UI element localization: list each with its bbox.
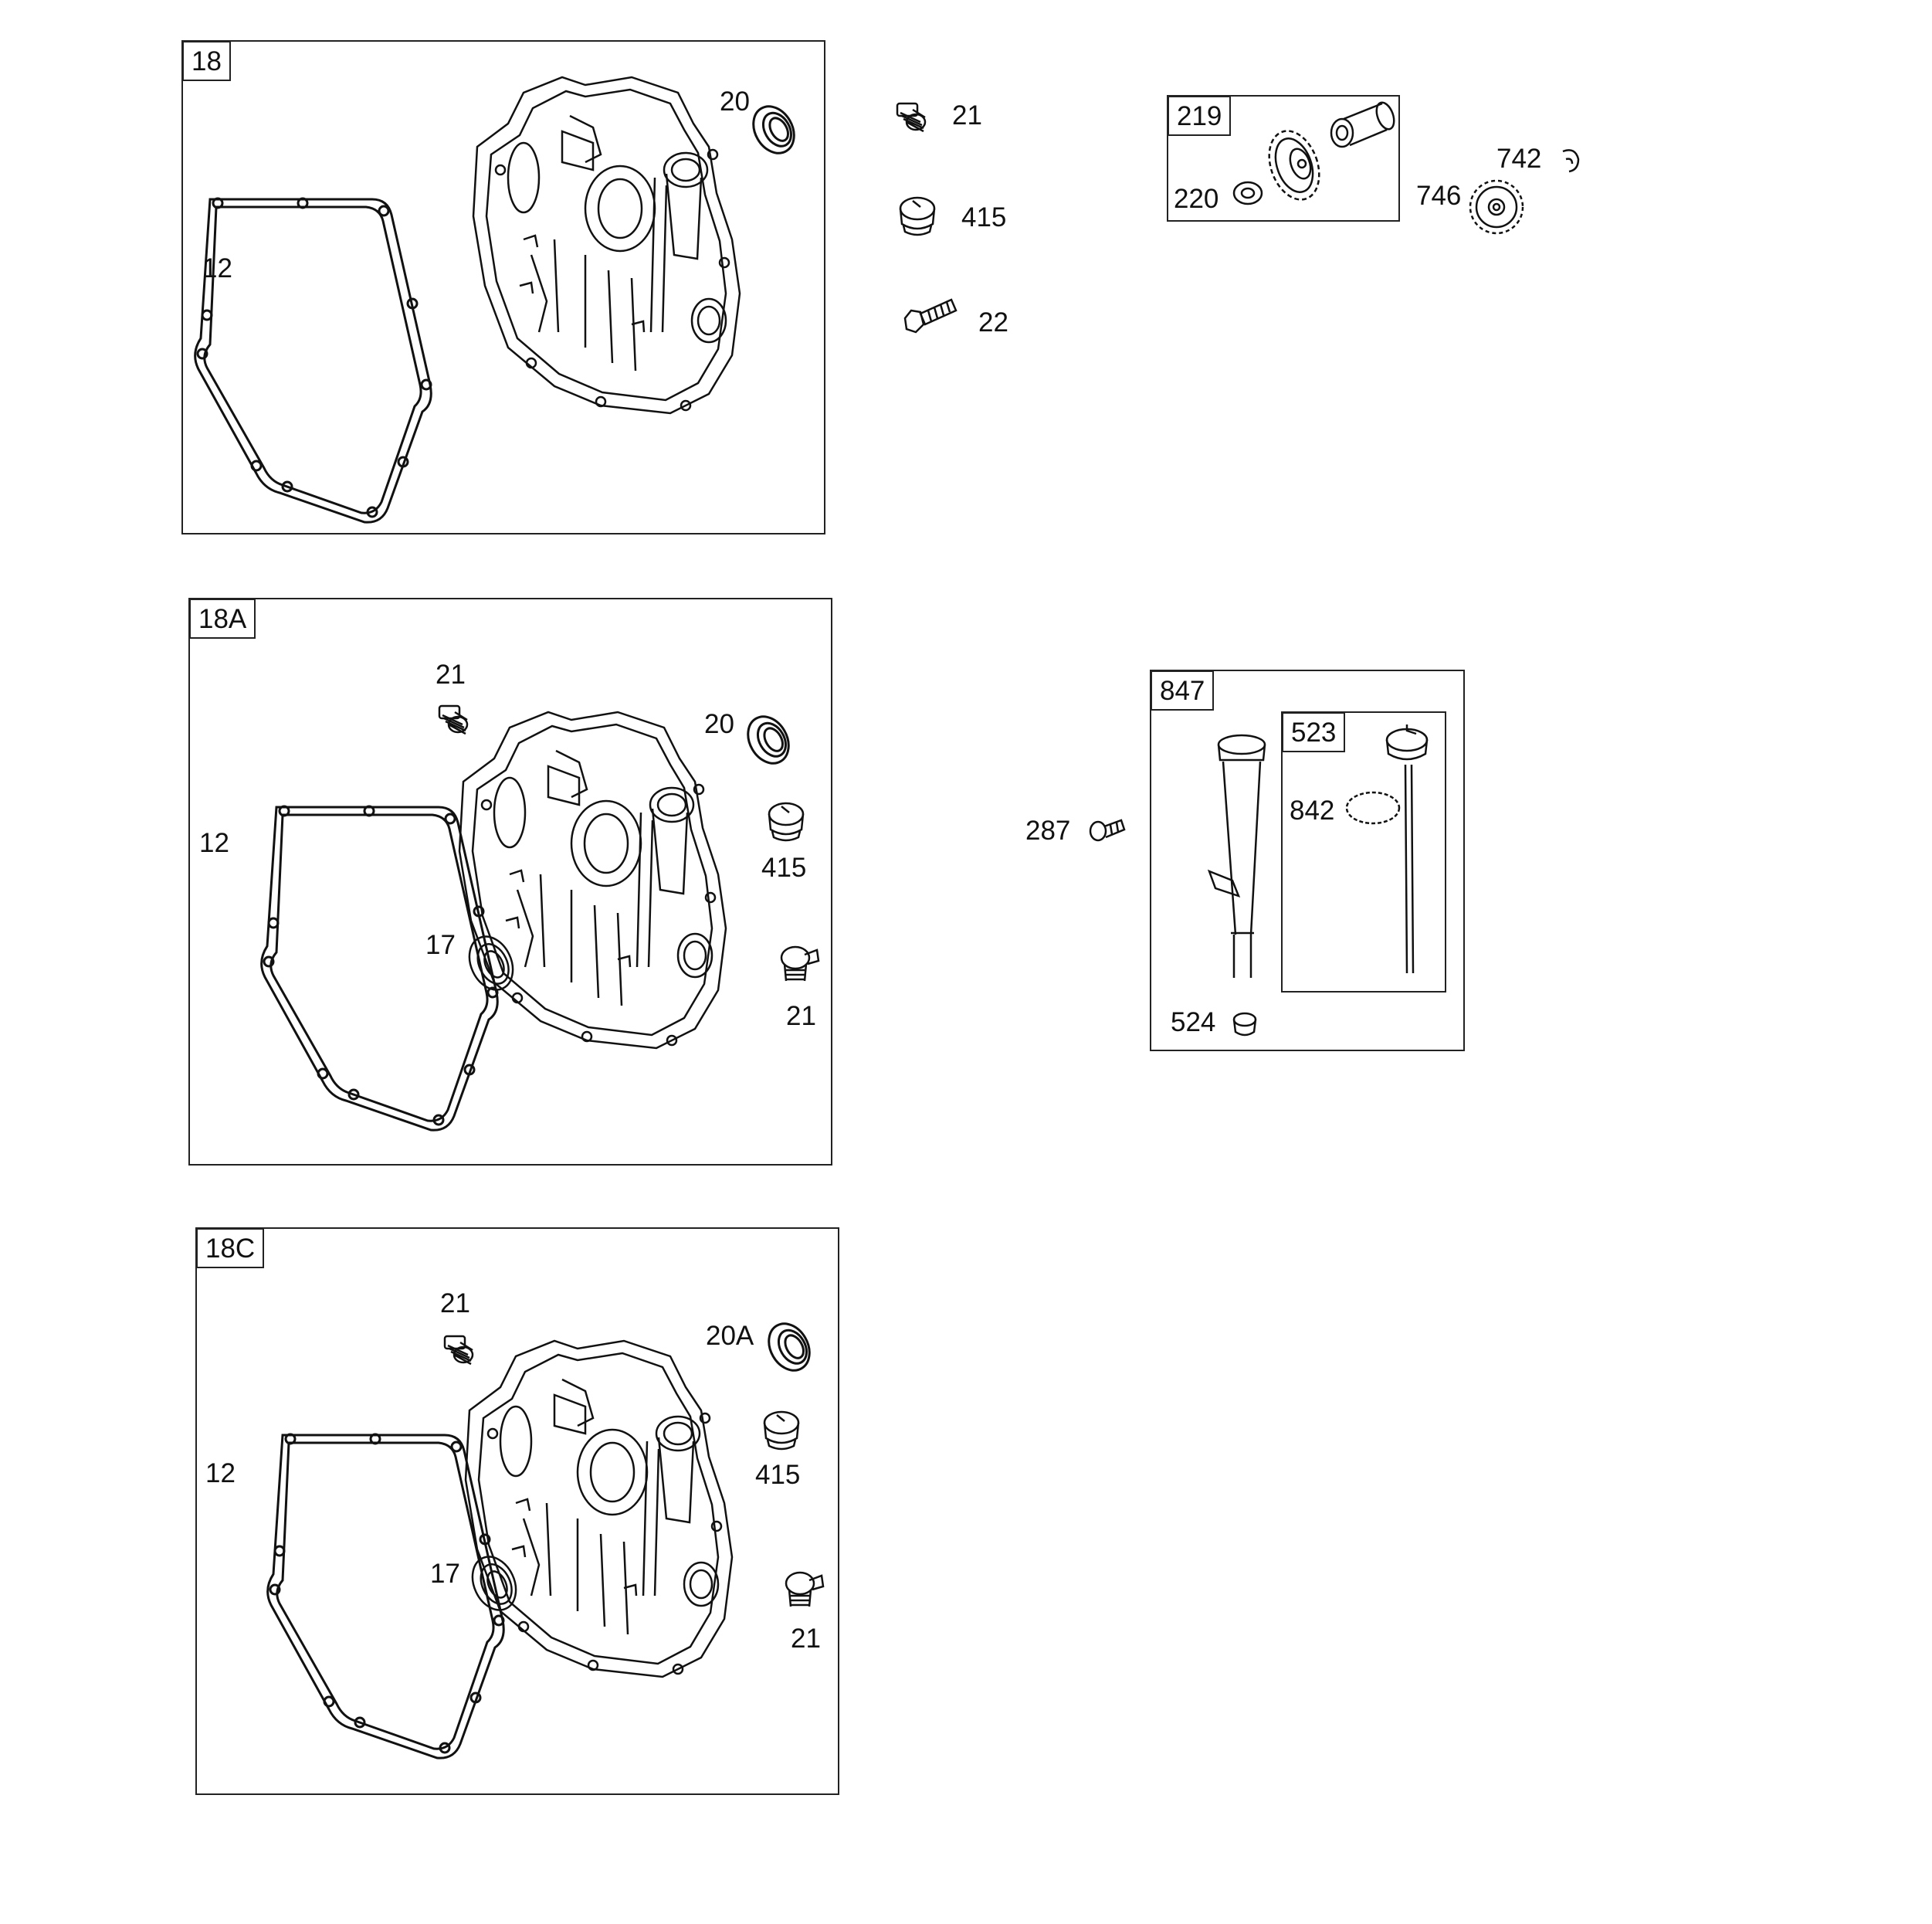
panel-523-frame [1282,712,1446,992]
clip-label: 742 [1496,144,1542,174]
oil-seal-drawing [738,708,798,772]
side-plug-label: 21 [791,1624,821,1654]
governor-spool-drawing [1331,100,1398,147]
clip-drawing [1563,150,1578,171]
gasket-drawing [266,1433,505,1759]
fill-cap-label: 415 [961,202,1007,232]
washer-label: 220 [1174,184,1219,214]
plug-label: 21 [436,660,466,690]
panel-18C-frame [196,1228,839,1794]
side-plug-drawing [780,945,820,982]
oil-seal-label: 20 [704,709,734,739]
panel-18A-tag: 18A [189,599,256,639]
cam-gear-drawing [1469,179,1524,235]
oil-seal-label: 20 [720,87,750,117]
fill-cap-drawing [899,196,936,236]
bearing-label: 17 [430,1559,460,1589]
small-bolt-label: 287 [1025,816,1071,846]
fill-cap-drawing [763,1410,800,1451]
crankcase-cover-drawing [458,711,727,1050]
fill-cap-drawing [768,802,805,842]
dipstick-tag: 523 [1282,712,1346,752]
gasket-drawing [260,805,499,1132]
gasket-drawing [194,197,432,524]
grommet-drawing [1234,1013,1256,1035]
panel-219-tag: 219 [1168,96,1232,136]
drain-plug-drawing [896,102,927,133]
plug-drawing [438,704,469,735]
panel-18C-tag: 18C [196,1228,265,1268]
gasket-label: 12 [202,253,232,283]
grommet-label: 524 [1171,1007,1216,1037]
panel-847-tag: 847 [1151,670,1215,711]
o-ring-label: 842 [1290,796,1335,826]
crankcase-cover-drawing [472,76,741,415]
governor-gear-drawing [1260,124,1328,207]
panel-18-frame [182,41,825,534]
panel-847-frame [1151,670,1464,1050]
dipstick-drawing [1387,724,1427,973]
plug-label: 21 [440,1288,470,1318]
panel-18-tag: 18 [182,41,231,81]
bolt-drawing [905,300,956,332]
dipstick-tube-drawing [1209,735,1265,978]
oil-seal-drawing [744,97,804,162]
fill-cap-label: 415 [755,1460,801,1490]
cam-gear-label: 746 [1416,181,1462,211]
side-plug-label: 21 [786,1001,816,1031]
oil-seal-label: 20A [706,1321,754,1351]
panel-219-frame [1168,96,1399,221]
drain-plug-label: 21 [952,100,982,131]
bolt-label: 22 [978,307,1008,338]
panel-18A-frame [189,599,832,1165]
washer-drawing [1234,182,1262,204]
gasket-label: 12 [199,828,229,858]
o-ring-drawing [1347,792,1399,823]
bearing-label: 17 [425,930,456,960]
oil-seal-drawing [759,1315,819,1379]
side-plug-drawing [785,1571,825,1608]
crankcase-cover-drawing [464,1339,734,1678]
small-bolt-drawing [1090,820,1124,840]
plug-drawing [443,1335,474,1366]
gasket-label: 12 [205,1458,236,1488]
fill-cap-label: 415 [761,853,807,883]
